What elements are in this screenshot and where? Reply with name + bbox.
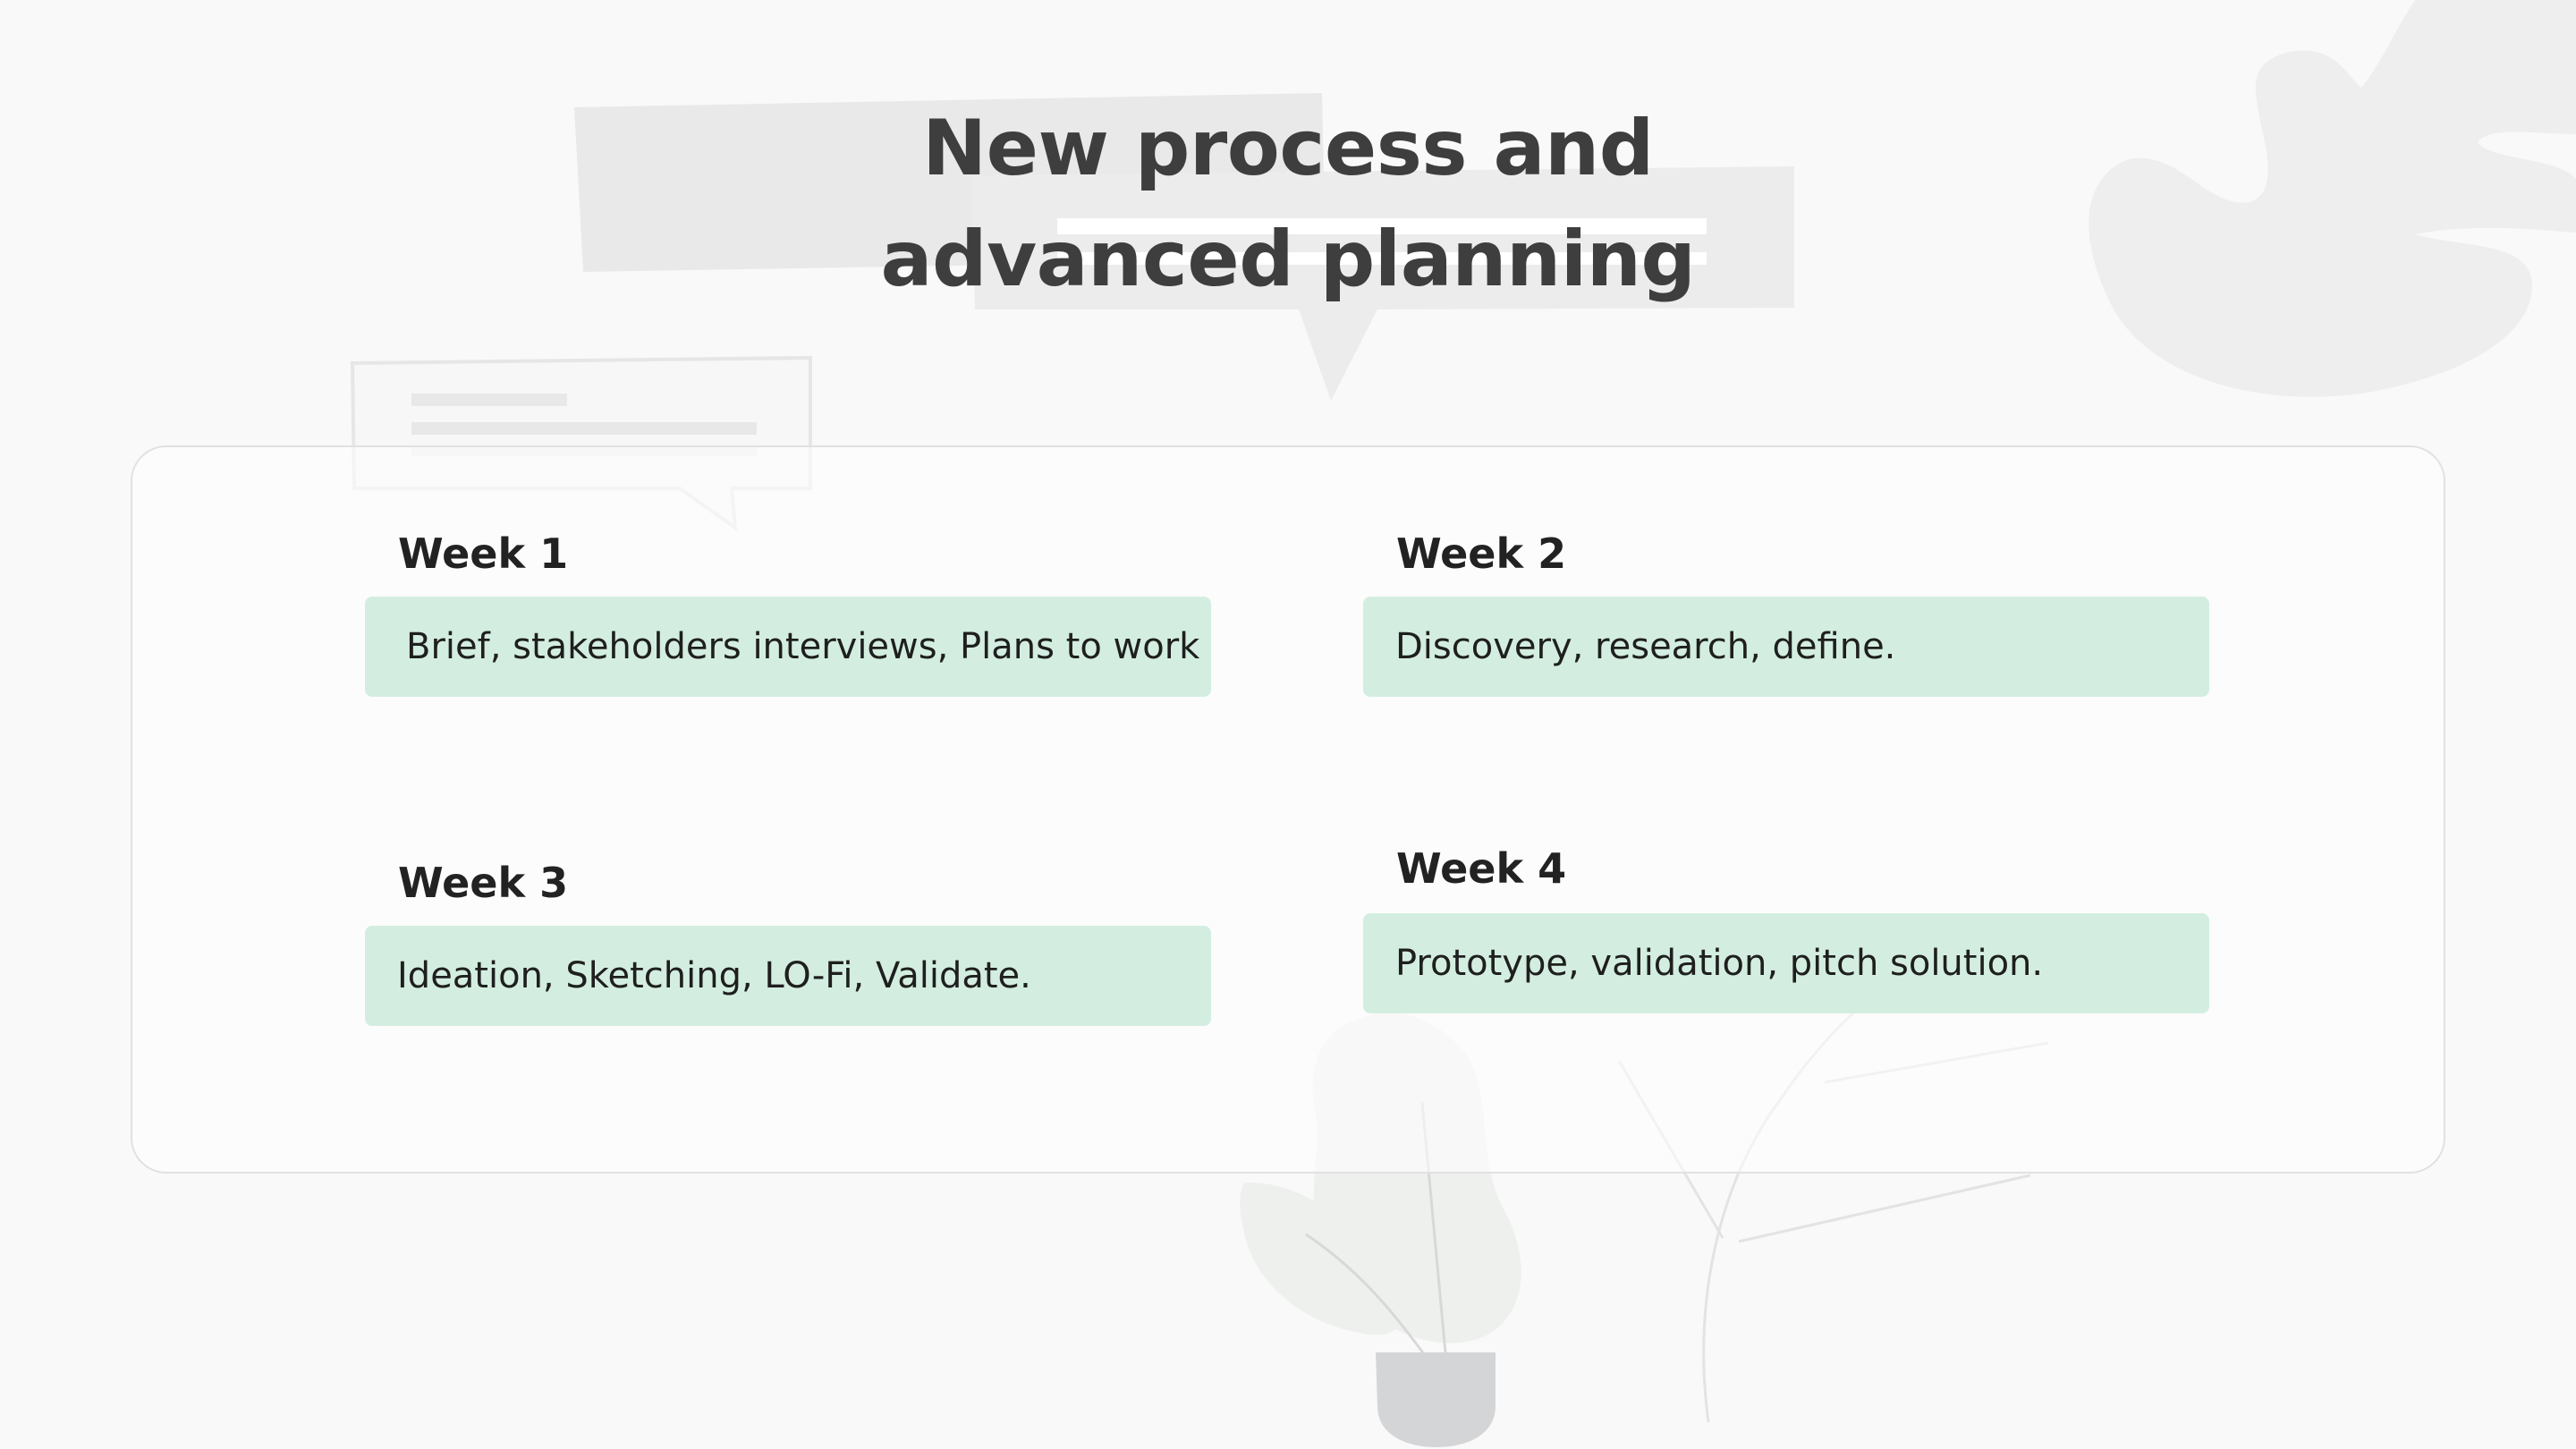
- week-description-box: Prototype, validation, pitch solution.: [1363, 913, 2209, 1013]
- week-label: Week 3: [398, 859, 569, 907]
- week-description-box: Brief, stakeholders interviews, Plans to…: [365, 597, 1211, 697]
- title-line-1: New process and: [922, 104, 1654, 193]
- week-label: Week 1: [398, 530, 569, 578]
- week-label: Week 2: [1396, 530, 1567, 578]
- leaf-illustration: [2089, 0, 2576, 397]
- week-description: Ideation, Sketching, LO-Fi, Validate.: [397, 955, 1031, 996]
- week-block-2: Week 2 Discovery, research, define.: [1363, 530, 2211, 708]
- week-label: Week 4: [1396, 844, 1567, 893]
- week-block-4: Week 4 Prototype, validation, pitch solu…: [1363, 844, 2211, 1023]
- speech-bubble-illustration: [574, 93, 1794, 401]
- week-block-1: Week 1 Brief, stakeholders interviews, P…: [365, 530, 1213, 708]
- week-block-3: Week 3 Ideation, Sketching, LO-Fi, Valid…: [365, 859, 1213, 1038]
- week-description-box: Discovery, research, define.: [1363, 597, 2209, 697]
- title-line-2: advanced planning: [880, 215, 1696, 304]
- week-description: Prototype, validation, pitch solution.: [1395, 943, 2044, 984]
- week-description: Discovery, research, define.: [1395, 626, 1896, 667]
- week-description-box: Ideation, Sketching, LO-Fi, Validate.: [365, 926, 1211, 1026]
- week-description: Brief, stakeholders interviews, Plans to…: [406, 626, 1200, 667]
- slide-title: New process and advanced planning: [751, 93, 1825, 315]
- schedule-card: Week 1 Brief, stakeholders interviews, P…: [131, 445, 2445, 1174]
